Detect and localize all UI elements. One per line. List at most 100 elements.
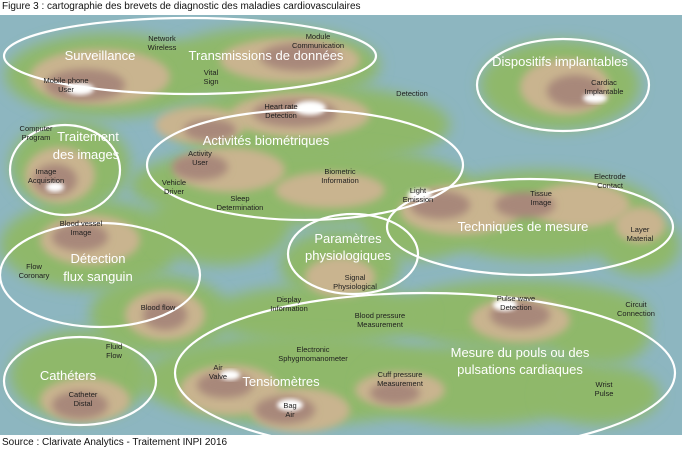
terrain-level-3-blob bbox=[294, 101, 326, 115]
terrain-level-1-blob bbox=[615, 207, 665, 243]
cluster-label-dispositifs: Dispositifs implantables bbox=[492, 54, 628, 69]
ellipse-mesure-du-pouls bbox=[173, 291, 677, 435]
source-note: Source : Clarivate Analytics - Traitemen… bbox=[2, 437, 228, 448]
terrain-layer bbox=[0, 27, 680, 432]
terrain-level-3-blob bbox=[46, 182, 64, 192]
term-line: Mobile phone bbox=[43, 76, 88, 85]
term-line: Circuit bbox=[625, 300, 647, 309]
cluster-label-traitement-2: des images bbox=[53, 147, 120, 162]
term-line: Information bbox=[321, 176, 359, 185]
ellipse-dispositifs-implantables bbox=[475, 37, 651, 133]
term-line: User bbox=[192, 158, 208, 167]
term-line: Implantable bbox=[585, 87, 624, 96]
ellipse-detection-flux-sanguin bbox=[0, 221, 202, 329]
figure-caption: Figure 3 : cartographie des brevets de d… bbox=[2, 1, 361, 12]
term-line: User bbox=[58, 85, 74, 94]
term-line: Distal bbox=[74, 399, 93, 408]
term-line: Image bbox=[36, 167, 57, 176]
cluster-label-parametres-1: Paramètres bbox=[314, 231, 382, 246]
term-line: Detection bbox=[500, 303, 532, 312]
cluster-label-activites: Activités biométriques bbox=[203, 133, 330, 148]
term-line: Network bbox=[148, 34, 176, 43]
terrain-level-2-blob bbox=[197, 372, 253, 398]
term-line: Blood pressure bbox=[355, 311, 405, 320]
term-line: Determination bbox=[217, 203, 264, 212]
terrain-level-0-blob bbox=[550, 305, 650, 365]
term-line: Tissue bbox=[530, 189, 552, 198]
term-line: Measurement bbox=[357, 320, 404, 329]
terrain-level-2-blob bbox=[370, 382, 420, 404]
term-line: Biometric bbox=[324, 167, 356, 176]
terrain-level-2-blob bbox=[495, 192, 555, 218]
term-line: Vehicle bbox=[162, 178, 186, 187]
cluster-label-detection-1: Détection bbox=[71, 251, 126, 266]
terrain-level-2-blob bbox=[172, 154, 228, 180]
term-line: Program bbox=[22, 133, 51, 142]
term-line: Driver bbox=[164, 187, 185, 196]
term-line: Module bbox=[306, 32, 331, 41]
term-line: Detection bbox=[396, 89, 428, 98]
term-line: Cardiac bbox=[591, 78, 617, 87]
term-line: Blood vessel bbox=[60, 219, 103, 228]
terrain-level-3-blob bbox=[583, 93, 607, 103]
term-line: Sphygmomanometer bbox=[278, 354, 348, 363]
term-line: Catheter bbox=[69, 390, 98, 399]
term-line: Emission bbox=[403, 195, 433, 204]
terrain-level-0-blob bbox=[150, 185, 290, 265]
term-line: Contact bbox=[597, 181, 624, 190]
cluster-label-parametres-2: physiologiques bbox=[305, 248, 392, 263]
ellipse-catheters bbox=[2, 335, 158, 427]
terrain-level-1-blob bbox=[275, 172, 385, 208]
cluster-label-detection-2: flux sanguin bbox=[63, 269, 132, 284]
ellipse-techniques-de-mesure bbox=[385, 177, 675, 277]
term-line: Sign bbox=[203, 77, 218, 86]
term-line: Wireless bbox=[148, 43, 177, 52]
cluster-label-mesure-1: Mesure du pouls ou des bbox=[451, 345, 590, 360]
term-line: Blood flow bbox=[141, 303, 176, 312]
term-line: Flow bbox=[26, 262, 42, 271]
term-line: Electronic bbox=[297, 345, 330, 354]
cluster-label-tensiometres: Tensiomètres bbox=[242, 374, 320, 389]
term-line: Detection bbox=[265, 111, 297, 120]
term-detection: Detection bbox=[396, 89, 428, 98]
cluster-label-transmissions: Transmissions de données bbox=[189, 48, 344, 63]
ellipse-surveillance-transmissions bbox=[2, 16, 378, 96]
terrain-level-1-blob bbox=[530, 183, 630, 227]
cluster-label-mesure-2: pulsations cardiaques bbox=[457, 362, 583, 377]
terrain-level-3-blob bbox=[493, 299, 517, 311]
terrain-level-1-blob bbox=[305, 257, 375, 297]
term-line: Connection bbox=[617, 309, 655, 318]
term-line: Air bbox=[213, 363, 223, 372]
cluster-ellipses bbox=[0, 16, 677, 435]
ellipse-traitement-images bbox=[8, 123, 122, 217]
terrain-level-3-blob bbox=[220, 370, 240, 380]
term-line: Pulse wave bbox=[497, 294, 535, 303]
terrain-level-2-blob bbox=[260, 43, 340, 71]
term-line: Information bbox=[270, 304, 308, 313]
term-line: Bag bbox=[283, 401, 296, 410]
cluster-label-surveillance: Surveillance bbox=[65, 48, 136, 63]
ellipse-activites-biometriques bbox=[145, 108, 465, 222]
term-line: Sleep bbox=[230, 194, 249, 203]
term-line: Activity bbox=[188, 149, 212, 158]
term-line: Communication bbox=[292, 41, 344, 50]
term-line: Wrist bbox=[596, 380, 614, 389]
